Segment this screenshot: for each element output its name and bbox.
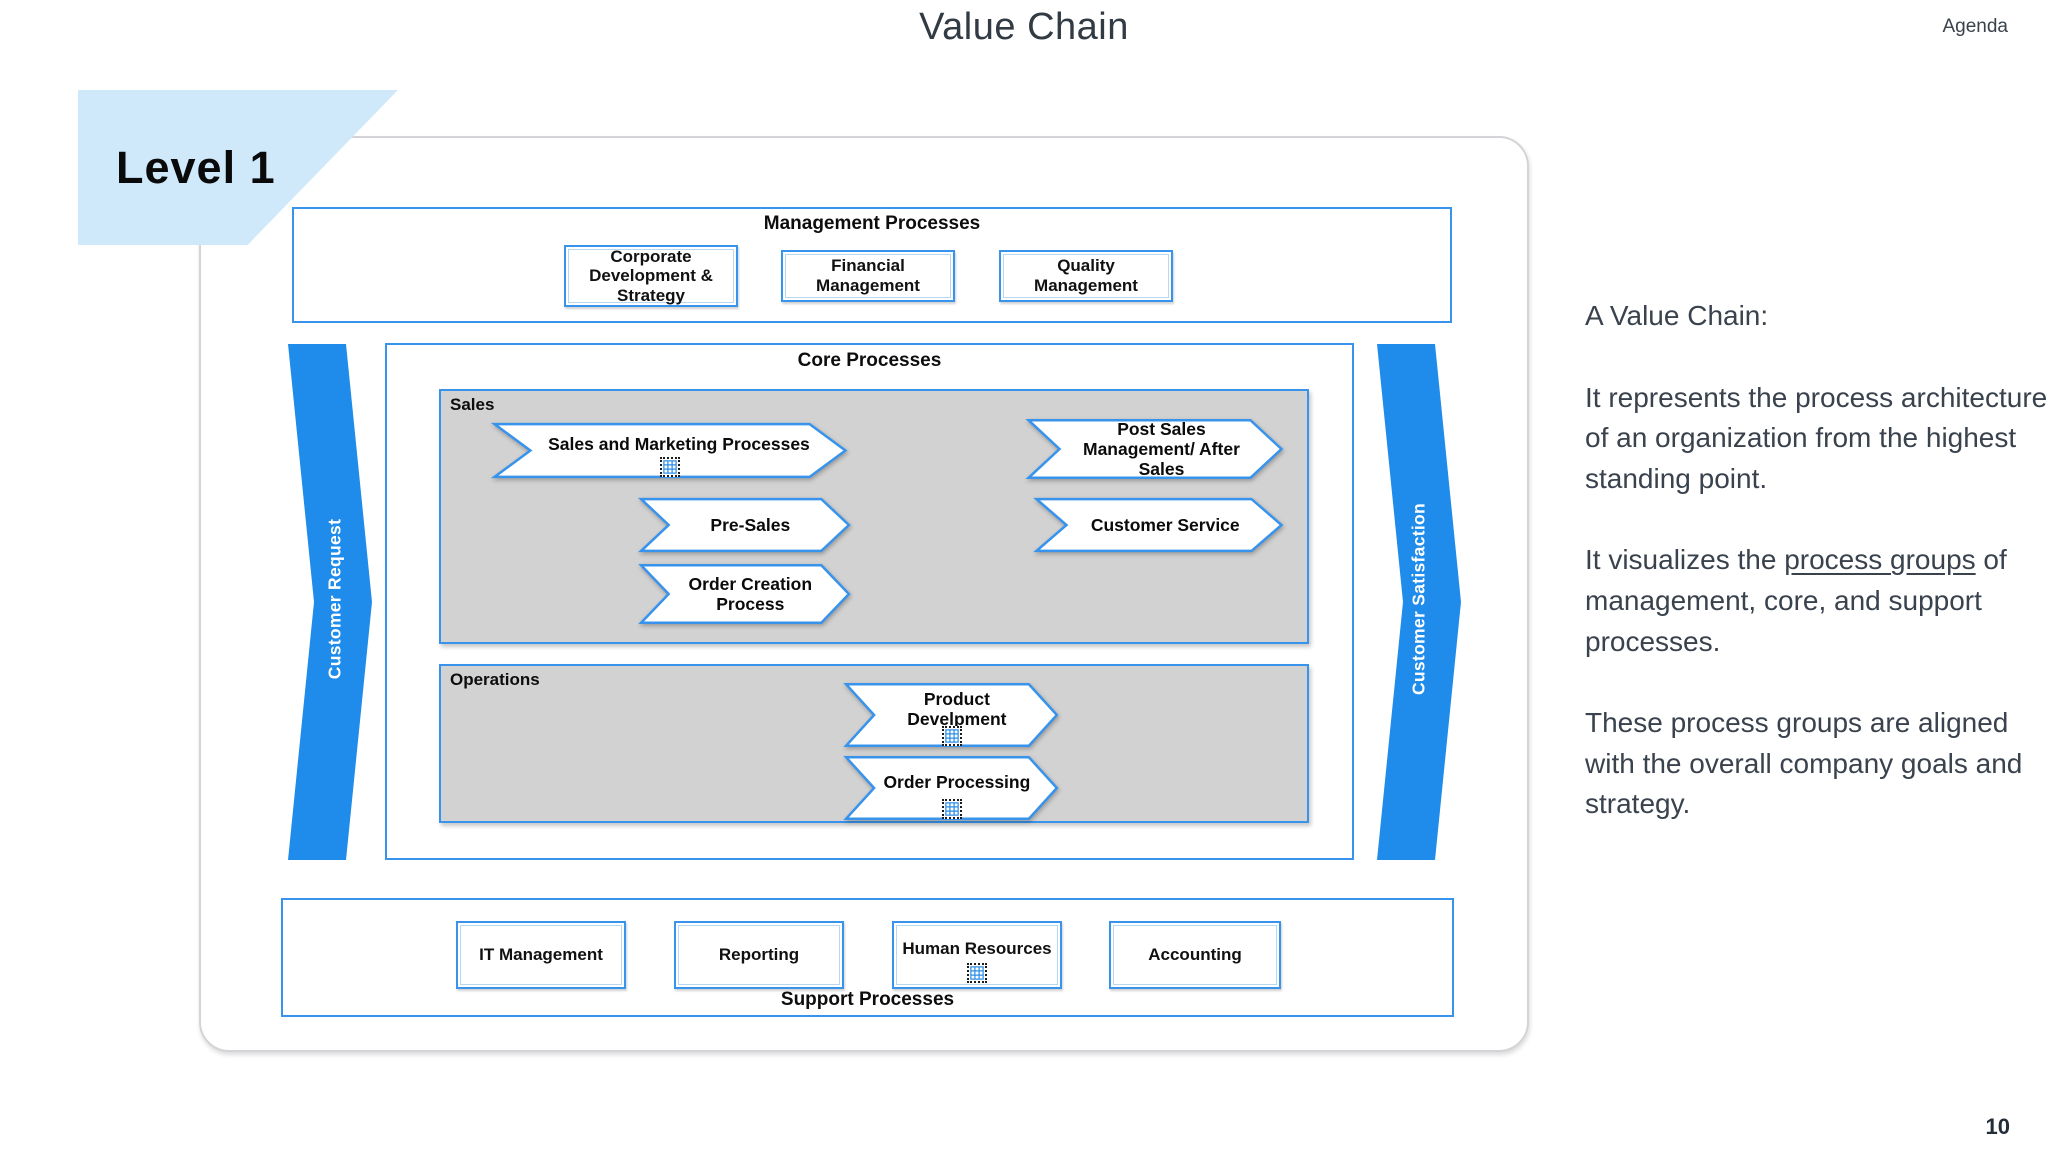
arrow-label: Sales and Marketing Processes — [548, 434, 810, 455]
page-number: 10 — [1985, 1114, 2010, 1139]
arrow-shape — [1026, 419, 1284, 479]
support-processes-title: Support Processes — [780, 989, 955, 1010]
subprocess-link-icon[interactable] — [967, 963, 987, 983]
process-box-corporate-development[interactable]: Corporate Development & Strategy — [564, 245, 738, 307]
management-processes-group[interactable]: Management Processes Corporate Developme… — [292, 207, 1452, 323]
subprocess-link-icon[interactable] — [941, 726, 962, 746]
arrow-shape — [1034, 498, 1284, 552]
operations-zone[interactable]: Operations Product Develpment Order Proc… — [439, 664, 1309, 823]
arrow-pre-sales[interactable]: Pre-Sales — [639, 498, 851, 552]
value-chain-canvas: Management Processes Corporate Developme… — [199, 136, 1529, 1052]
customer-request-label: Customer Request — [324, 518, 345, 680]
customer-satisfaction-label: Customer Satisfaction — [1408, 502, 1429, 696]
operations-zone-label: Operations — [450, 670, 540, 689]
subprocess-link-icon[interactable] — [941, 799, 962, 819]
arrow-shape — [844, 683, 1059, 747]
sales-zone-label: Sales — [450, 395, 495, 414]
arrow-label: Pre-Sales — [710, 514, 791, 535]
level-label: Level 1 — [116, 141, 276, 193]
process-box-quality-management[interactable]: Quality Management — [999, 250, 1173, 302]
core-processes-group[interactable]: Core Processes Sales Sales and Marketing… — [385, 343, 1354, 860]
explanation-para2: It visualizes the process groups of mana… — [1585, 544, 2007, 657]
subprocess-link-icon[interactable] — [660, 457, 680, 477]
customer-satisfaction-band[interactable] — [1374, 342, 1474, 862]
support-processes-group[interactable]: IT Management Reporting Human Resources … — [281, 898, 1454, 1017]
arrow-post-sales-management[interactable]: Post Sales Management/ After Sales — [1026, 419, 1284, 479]
arrow-order-creation-process[interactable]: Order Creation Process — [639, 564, 851, 624]
explanation-para3: These process groups are aligned with th… — [1585, 707, 2023, 820]
process-box-reporting[interactable]: Reporting — [674, 921, 844, 989]
arrow-sales-and-marketing[interactable]: Sales and Marketing Processes — [491, 423, 849, 478]
page-title: Value Chain — [919, 6, 1129, 48]
explanation-panel: A Value Chain: It represents the process… — [1585, 296, 2048, 866]
process-box-financial-management[interactable]: Financial Management — [781, 250, 955, 302]
arrow-label: Order Processing — [883, 771, 1031, 792]
sales-zone[interactable]: Sales Sales and Marketing Processes Post… — [439, 389, 1309, 644]
arrow-shape — [639, 564, 851, 624]
explanation-heading: A Value Chain: — [1585, 300, 1769, 331]
arrow-shape — [844, 756, 1059, 820]
arrow-shape — [491, 423, 849, 478]
underlined-process-groups: process groups — [1784, 544, 1976, 576]
arrow-label: Product Develpment — [907, 688, 1007, 729]
arrow-shape — [639, 498, 851, 552]
management-processes-title: Management Processes — [763, 213, 981, 234]
arrow-label: Post Sales Management/ After Sales — [1083, 418, 1240, 480]
process-box-it-management[interactable]: IT Management — [456, 921, 626, 989]
arrow-order-processing[interactable]: Order Processing — [844, 756, 1059, 820]
process-box-accounting[interactable]: Accounting — [1109, 921, 1281, 989]
arrow-product-development[interactable]: Product Develpment — [844, 683, 1059, 747]
customer-request-band[interactable] — [274, 342, 374, 862]
agenda-link[interactable]: Agenda — [1942, 16, 2008, 37]
arrow-label: Customer Service — [1090, 514, 1240, 535]
explanation-para1: It represents the process architecture o… — [1585, 381, 2048, 494]
arrow-customer-service[interactable]: Customer Service — [1034, 498, 1284, 552]
arrow-label: Order Creation Process — [688, 573, 813, 614]
core-processes-title: Core Processes — [797, 350, 942, 371]
